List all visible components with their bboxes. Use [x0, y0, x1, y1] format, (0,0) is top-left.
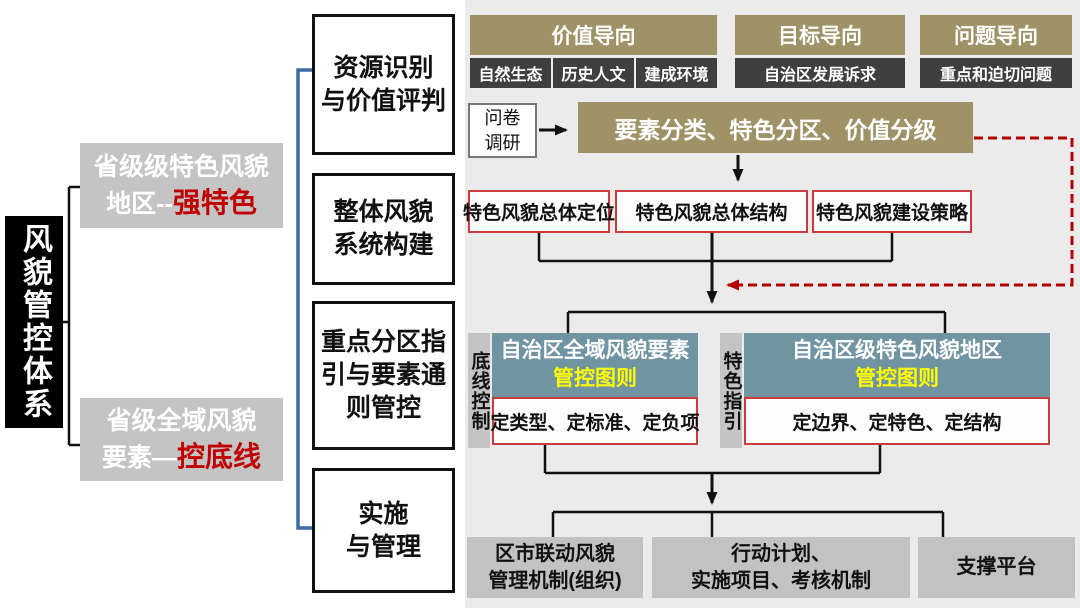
stage-line: 资源识别 [333, 53, 434, 82]
element-baseline-line1: 省级全域风貌 [106, 406, 257, 435]
survey-line: 问卷 [484, 107, 521, 128]
baseline-control-subtitle: 管控图则 [553, 367, 637, 390]
action-plan-box: 行动计划、 实施项目、考核机制 [652, 537, 910, 598]
survey-box: 问卷 调研 [468, 103, 537, 158]
construction-strategy-box: 特色风貌建设策略 [812, 190, 972, 233]
stage-line: 整体风貌 [333, 198, 434, 226]
item-region-demands: 自治区发展诉求 [735, 58, 905, 88]
flow-panel-background [465, 0, 1080, 608]
special-area-prefix: 地区-- [106, 189, 173, 218]
item-built-environment: 建成环境 [636, 58, 717, 88]
goal-orientation-items: 自治区发展诉求 [735, 58, 905, 88]
item-history-culture: 历史人文 [553, 58, 634, 88]
element-baseline-highlight: 控底线 [177, 440, 262, 472]
item-key-urgent-problems: 重点和迫切问题 [920, 58, 1072, 88]
impl-line: 行动计划、 [731, 542, 831, 565]
problem-orientation-items: 重点和迫切问题 [920, 58, 1072, 88]
impl-line: 区市联动风貌 [495, 542, 615, 565]
stage-line: 则管控 [345, 394, 421, 422]
special-area-line2: 地区--强特色 [106, 185, 257, 222]
stage-line: 引与要素通 [320, 361, 446, 389]
stage-zoning-guidance: 重点分区指 引与要素通 则管控 [312, 301, 455, 450]
value-orientation-items: 自然生态 历史人文 建成环境 [470, 58, 717, 88]
impl-line: 管理机制(组织) [488, 569, 622, 592]
item-natural-ecology: 自然生态 [470, 58, 551, 88]
support-platform-box: 支撑平台 [918, 537, 1075, 598]
impl-line: 实施项目、考核机制 [691, 569, 871, 592]
element-baseline-prefix: 要素— [101, 443, 177, 472]
stage-resource-identification: 资源识别 与价值评判 [312, 14, 455, 155]
feature-guidance-subtitle: 管控图则 [855, 367, 939, 390]
survey-line: 调研 [484, 132, 521, 153]
impl-line: 支撑平台 [956, 556, 1037, 578]
stage-line: 实施 [358, 499, 409, 528]
stage-line: 与价值评判 [320, 86, 446, 115]
baseline-control-box: 自治区全域风貌要素 管控图则 [492, 333, 698, 397]
element-baseline-line2: 要素—控底线 [102, 439, 261, 476]
stage-line: 系统构建 [333, 231, 434, 259]
baseline-control-detail: 定类型、定标准、定负项 [491, 397, 700, 445]
baseline-control-label: 底线控制 [468, 333, 490, 448]
goal-orientation-header: 目标导向 [735, 15, 905, 55]
stage-implementation: 实施 与管理 [312, 468, 455, 593]
overall-positioning-box: 特色风貌总体定位 [463, 190, 615, 233]
system-title: 风貌管控体系 [5, 216, 63, 428]
feature-guidance-box: 自治区级特色风貌地区 管控图则 [744, 333, 1050, 397]
management-mechanism-box: 区市联动风貌 管理机制(组织) [467, 537, 643, 598]
feature-guidance-title: 自治区级特色风貌地区 [792, 339, 1002, 362]
element-baseline-card: 省级全域风貌 要素—控底线 [80, 398, 283, 481]
overall-structure-box: 特色风貌总体结构 [615, 190, 808, 233]
special-area-card: 省级级特色风貌 地区--强特色 [80, 143, 283, 228]
special-area-line1: 省级级特色风貌 [93, 152, 269, 181]
value-orientation-header: 价值导向 [470, 15, 717, 55]
feature-guidance-label: 特色指引 [720, 333, 742, 448]
classification-banner: 要素分类、特色分区、价值分级 [578, 102, 973, 153]
problem-orientation-header: 问题导向 [920, 15, 1072, 55]
stage-line: 与管理 [345, 532, 421, 561]
stage-overall-system: 整体风貌 系统构建 [312, 173, 455, 285]
baseline-control-title: 自治区全域风貌要素 [500, 339, 690, 362]
stage-line: 重点分区指 [320, 328, 446, 356]
feature-guidance-detail: 定边界、定特色、定结构 [744, 397, 1050, 445]
special-area-highlight: 强特色 [172, 186, 257, 218]
